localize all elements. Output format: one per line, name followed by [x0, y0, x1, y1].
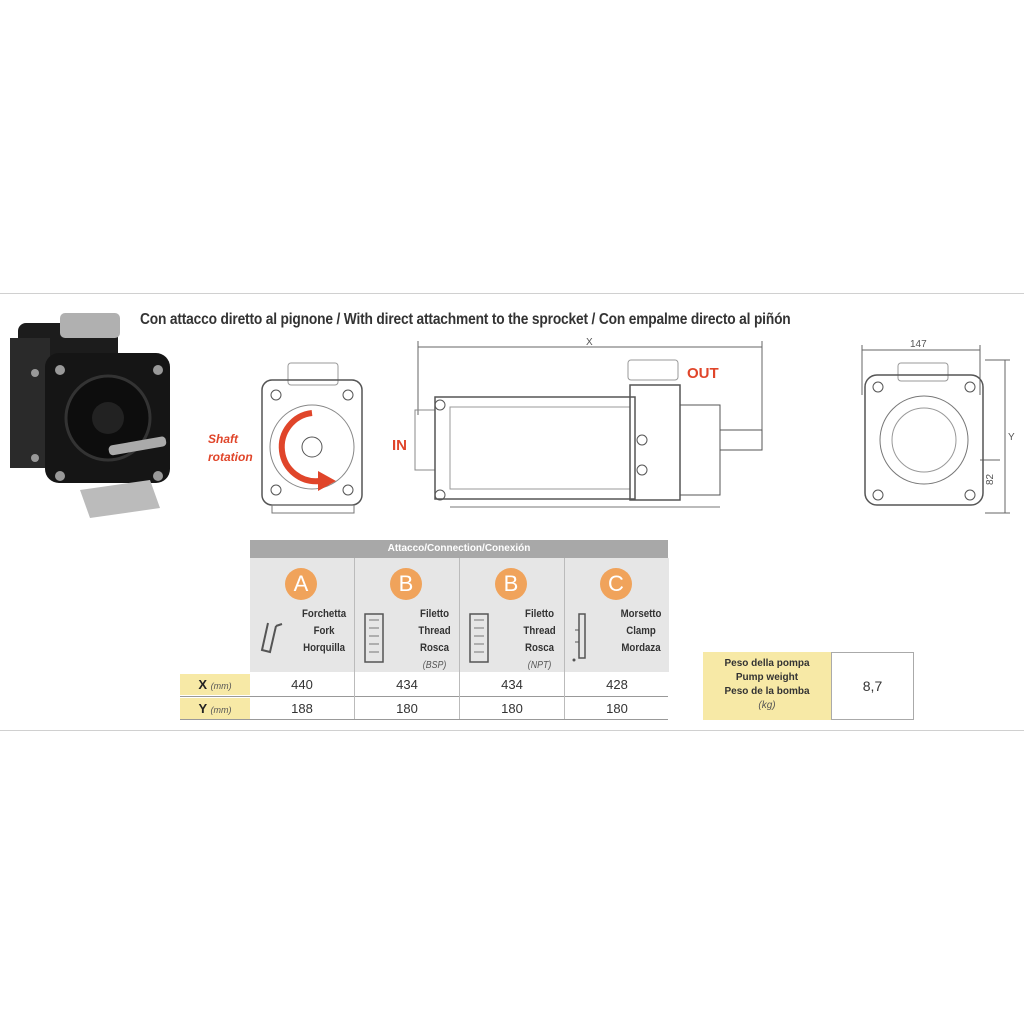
pump-photo [10, 313, 170, 518]
dim-147-label: 147 [910, 339, 927, 350]
connection-letter: C [600, 568, 632, 600]
table-cell: 180 [396, 701, 418, 716]
table-cell: 440 [291, 677, 313, 692]
row-label-x: X (mm) [180, 674, 250, 695]
shaft-rotation-label: Shaft [208, 432, 239, 446]
dim-x-label: X [586, 337, 593, 348]
clamp-connector-icon [572, 613, 586, 662]
table-cell: 180 [606, 701, 628, 716]
rear-view-drawing: 147 Y 82 [861, 339, 1015, 514]
out-label: OUT [687, 365, 719, 382]
connection-table-header: Attacco/Connection/Conexión [250, 540, 668, 558]
connection-letter: B [390, 568, 422, 600]
top-divider [0, 293, 1024, 294]
table-bottom-line [180, 719, 668, 720]
table-cell: 434 [396, 677, 418, 692]
bottom-divider [0, 730, 1024, 731]
fork-connector-icon [260, 622, 283, 654]
page-title: Con attacco diretto al pignone / With di… [140, 311, 791, 328]
row-label-y: Y (mm) [180, 698, 250, 719]
thread-connector-icon [364, 613, 384, 663]
row-divider [180, 696, 668, 697]
column-divider [564, 558, 565, 719]
table-cell: 428 [606, 677, 628, 692]
dim-82-label: 82 [985, 473, 996, 485]
column-divider [459, 558, 460, 719]
connection-letter: B [495, 568, 527, 600]
connection-letter: A [285, 568, 317, 600]
column-divider [354, 558, 355, 719]
pump-weight-label: Peso della pompa Pump weight Peso de la … [703, 652, 831, 720]
table-row-x: X (mm) 440 434 434 428 [180, 674, 668, 695]
pump-weight-value: 8,7 [831, 652, 914, 720]
table-cell: 188 [291, 701, 313, 716]
in-label: IN [392, 437, 407, 454]
side-view-drawing: X IN OUT [392, 337, 763, 508]
shaft-rotation-label-2: rotation [208, 450, 253, 464]
thread-connector-icon [469, 613, 489, 663]
table-row-y: Y (mm) 188 180 180 180 [180, 698, 668, 719]
front-view-drawing: Shaft rotation [208, 362, 363, 514]
table-cell: 180 [501, 701, 523, 716]
table-cell: 434 [501, 677, 523, 692]
dim-y-label: Y [1008, 432, 1015, 443]
